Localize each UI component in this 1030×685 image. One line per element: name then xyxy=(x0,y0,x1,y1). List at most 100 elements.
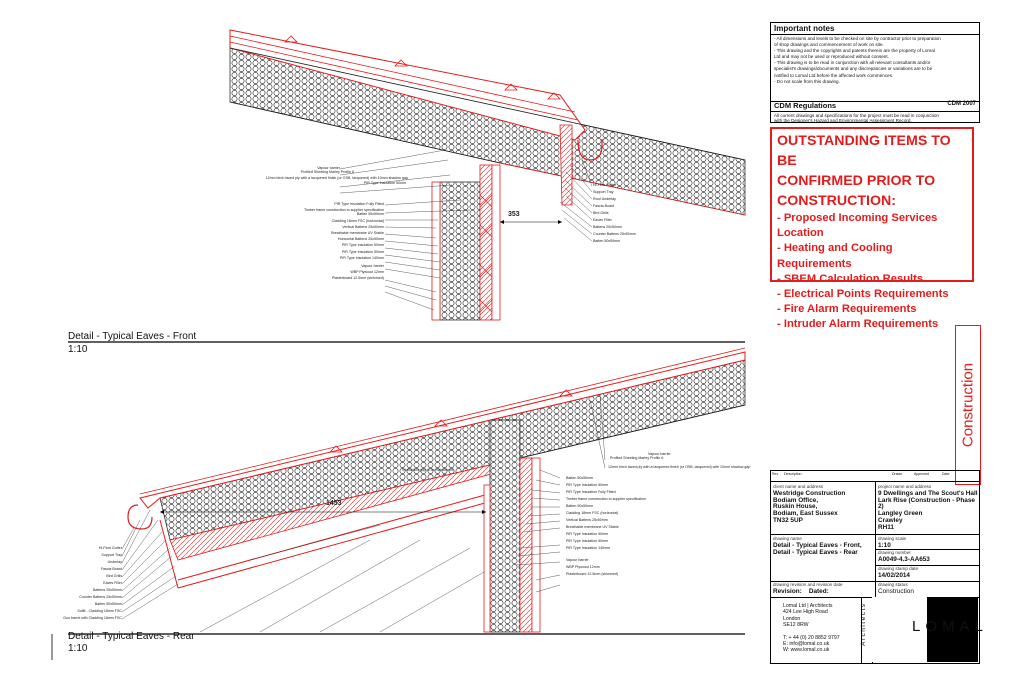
front-labels-left-lower: PIR Type Insulation Fully Fitted Timber … xyxy=(300,202,384,281)
note-line: - All dimensions and levels to be checke… xyxy=(774,36,941,41)
cdm-line: All current drawings and specifications … xyxy=(774,113,939,118)
front-detail-title: Detail - Typical Eaves - Front xyxy=(68,331,197,342)
important-notes-heading: Important notes xyxy=(771,23,979,35)
label: WBP Plywood 12mm xyxy=(566,565,600,570)
front-labels-right: Hi-Flow Gutter Support Tray Roof Underla… xyxy=(593,183,653,243)
label: PIR Type Insulation 50mm xyxy=(566,539,609,543)
label: Gun barrel with Cladding 18mm FSC xyxy=(63,616,122,620)
label: Batten 50x50mm xyxy=(356,212,384,217)
drawing-status: Construction xyxy=(878,587,914,595)
label: Vertical Battens 25x50mm xyxy=(342,224,384,229)
rear-labels-left: Hi-Flow Gutter Support Tray Underlay Fas… xyxy=(60,546,122,620)
rear-gutter xyxy=(127,504,153,530)
note-line: specialist's drawings/documents and any … xyxy=(774,66,933,72)
status-label: drawing status xyxy=(878,582,908,587)
project-line: Langley Green xyxy=(878,510,923,518)
note-line: notified to Lomal Ltd before the affecte… xyxy=(774,72,894,78)
outstanding-item: - Electrical Points Requirements xyxy=(777,288,949,301)
drawing-name-line: Detail - Typical Eaves - Front, xyxy=(773,541,862,549)
label: Timber frame construction to supplier sp… xyxy=(304,208,384,213)
label: Batten 50x50mm xyxy=(566,476,594,480)
label: Soffit - Cladding 18mm FSC xyxy=(77,609,122,613)
label: PIR Type Insulation 140mm xyxy=(566,546,611,550)
rear-dimension: 1453 xyxy=(326,500,342,507)
front-gutter xyxy=(577,139,603,161)
note-line: - This drawing is to be read in conjunct… xyxy=(774,60,931,66)
label: 12mm birch faced ply with a lacquered fi… xyxy=(265,176,408,181)
rear-roof-sheeting xyxy=(139,351,746,509)
rear-detail-title: Detail - Typical Eaves - Rear xyxy=(68,631,195,642)
outstanding-item: - Fire Alarm Requirements xyxy=(777,303,917,316)
label: Fascia Board xyxy=(100,567,122,571)
label: PIR Type Insulation 50mm xyxy=(566,532,609,536)
project-line: Lark Rise (Construction - Phase 2) xyxy=(878,496,975,511)
label: Vapour barrier xyxy=(566,558,589,563)
outstanding-heading-line: OUTSTANDING ITEMS TO BE xyxy=(777,133,951,169)
label: Eaves Filler xyxy=(103,581,122,585)
outstanding-heading-line: CONFIRMED PRIOR TO xyxy=(777,173,936,189)
label: Batten 50x50mm xyxy=(94,602,122,606)
front-detail-scale: 1:10 xyxy=(68,344,88,355)
note-line: of shop drawings and commencement of wor… xyxy=(774,42,884,48)
approved-col: Approved xyxy=(914,472,929,476)
label: PIR Type Insulation 140mm xyxy=(339,255,384,260)
lomal-logo: LOMAL xyxy=(872,597,983,662)
label: PIR Type Insulation 50mm xyxy=(363,180,406,185)
cdm-heading: CDM Regulations xyxy=(774,101,837,110)
front-eaves-detail xyxy=(68,29,746,343)
outstanding-heading-line: CONSTRUCTION: xyxy=(777,193,897,209)
label: WBP Plywood 12mm xyxy=(350,270,384,275)
outstanding-item: - Intruder Alarm Requirements xyxy=(777,318,939,331)
front-roof-sheeting xyxy=(229,29,586,141)
label: Underlay xyxy=(107,560,122,564)
label: Cladding 18mm FSC (horizontal) xyxy=(566,511,619,515)
note-line: Ltd and may not be used or reproduced wi… xyxy=(774,54,889,60)
stamp-date: 14/02/2014 xyxy=(878,571,910,579)
label: Hi-Flow Gutter xyxy=(98,546,122,550)
label: Roof Underlay xyxy=(593,197,616,201)
client-line: Ruskin House, xyxy=(773,503,818,511)
label: Battens 25x50mm xyxy=(93,588,122,592)
label: PIR Type Insulation 50mm xyxy=(341,243,384,248)
label: Breathable membrane UV Stable xyxy=(331,231,384,236)
rear-labels-right: Batten 50x50mm PIR Type Insulation 50mm … xyxy=(566,476,646,576)
client-line: TN32 5UP xyxy=(773,516,803,524)
outstanding-item: - SBEM Calculation Results xyxy=(777,272,924,285)
label: Breathable membrane UV Stable xyxy=(566,525,619,529)
cdm-line: with the Designer's Hazard and Environme… xyxy=(774,118,912,124)
rev-col: Rev xyxy=(772,472,779,476)
rear-wall-insulation xyxy=(489,419,521,633)
label: Eaves Filler xyxy=(593,218,612,222)
label: Plasterboard 12.5mm (skimmed) xyxy=(331,276,384,281)
label: Timber frame construction to supplier sp… xyxy=(566,497,646,501)
note-line: - This drawing and the copyrights and pa… xyxy=(774,48,935,54)
project-line: Crawley xyxy=(878,516,903,524)
stamp-label: drawing stamp date xyxy=(878,566,919,571)
cdm-panel: CDM Regulations CDM 2007 All current dra… xyxy=(770,100,980,123)
client-label: client name and address xyxy=(773,484,824,489)
label: Counter Battens 25x50mm xyxy=(593,232,636,236)
label: 12mm birch faced ply with a lacquered fi… xyxy=(608,465,751,470)
practice-line: London xyxy=(783,615,801,622)
title-block: Rev Description Drawn Approved Date clie… xyxy=(770,470,980,664)
label: PIR Type Insulation 50mm xyxy=(566,483,609,487)
client-line: Bodiam, East Sussex xyxy=(773,510,838,518)
label: Hi-Flow Gutter xyxy=(593,183,617,187)
label: Cladding 18mm FSC (horizontal) xyxy=(331,218,384,223)
project-line: RH11 xyxy=(878,523,894,531)
logo-text-dark: LO xyxy=(912,618,943,635)
revision-text: Revision: xyxy=(773,587,802,595)
drawing-name-label: drawing name xyxy=(773,536,802,541)
practice-tel: T: + 44 (0) 20 8852 9797 xyxy=(783,634,840,641)
practice-line: Lomal Ltd | Architects xyxy=(783,603,833,609)
project-label: project name and address xyxy=(878,484,932,489)
outstanding-item: - Heating and Cooling Requirements xyxy=(777,242,893,270)
label: Horizontal Battens 25x50mm xyxy=(337,237,384,242)
construction-stamp-text: Construction xyxy=(959,362,977,448)
scale-label: drawing scale xyxy=(878,536,907,541)
front-dimension: 353 xyxy=(508,211,520,218)
label: Batten 50x50mm xyxy=(566,504,594,508)
logo-text-light: MAL xyxy=(942,618,988,635)
drawing-number: A0049-4.3-AA653 xyxy=(878,555,930,563)
outstanding-item: - Proposed Incoming Services Location xyxy=(777,212,938,240)
